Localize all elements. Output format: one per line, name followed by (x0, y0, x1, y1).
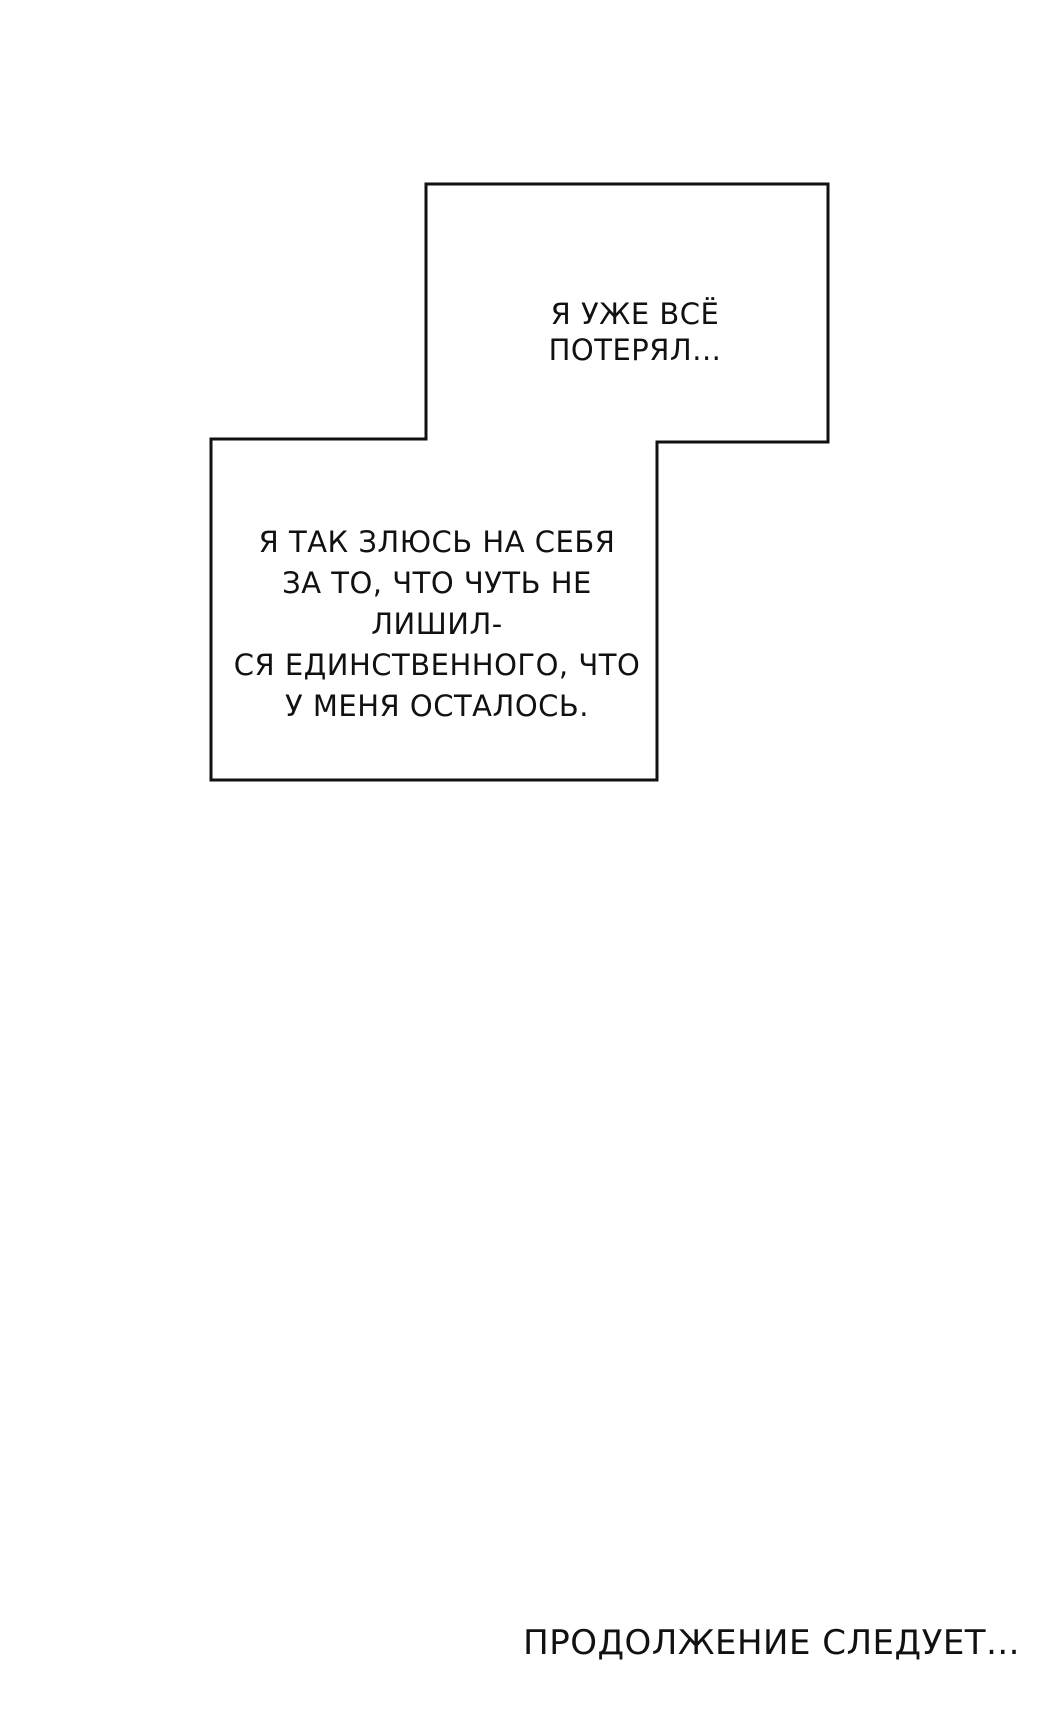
caption-top-text: Я УЖЕ ВСЁ ПОТЕРЯЛ... (548, 297, 722, 367)
caption-main-text: Я ТАК ЗЛЮСЬ НА СЕБЯ ЗА ТО, ЧТО ЧУТЬ НЕ Л… (232, 522, 642, 727)
caption-main-line: У МЕНЯ ОСТАЛОСЬ. (284, 689, 590, 723)
caption-main-line: ЗА ТО, ЧТО ЧУТЬ НЕ ЛИШИЛ- (282, 566, 592, 641)
to-be-continued-text: ПРОДОЛЖЕНИЕ СЛЕДУЕТ... (523, 1623, 1020, 1663)
caption-main-line: СЯ ЕДИНСТВЕННОГО, ЧТО (233, 648, 641, 682)
caption-main-line: Я ТАК ЗЛЮСЬ НА СЕБЯ (258, 525, 616, 559)
